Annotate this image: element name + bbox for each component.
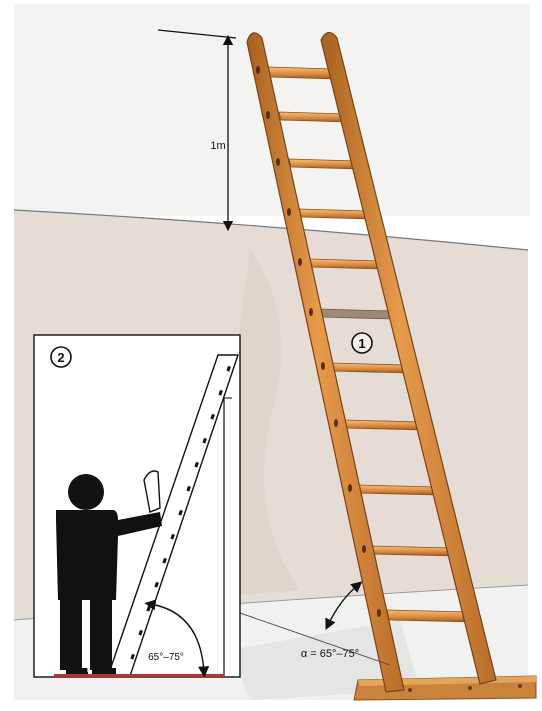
main-angle-label: α = 65°–75° xyxy=(301,648,359,660)
svg-text:1: 1 xyxy=(358,336,365,351)
floor-board xyxy=(354,676,536,700)
inset-floor xyxy=(54,674,224,677)
svg-text:2: 2 xyxy=(57,350,64,365)
ladder-badge-1: 1 xyxy=(352,333,372,353)
inset-panel: 2 xyxy=(34,335,240,677)
inset-angle-label: 65°–75° xyxy=(148,652,184,663)
height-label: 1m xyxy=(210,140,225,152)
inset-badge-2: 2 xyxy=(51,347,71,367)
